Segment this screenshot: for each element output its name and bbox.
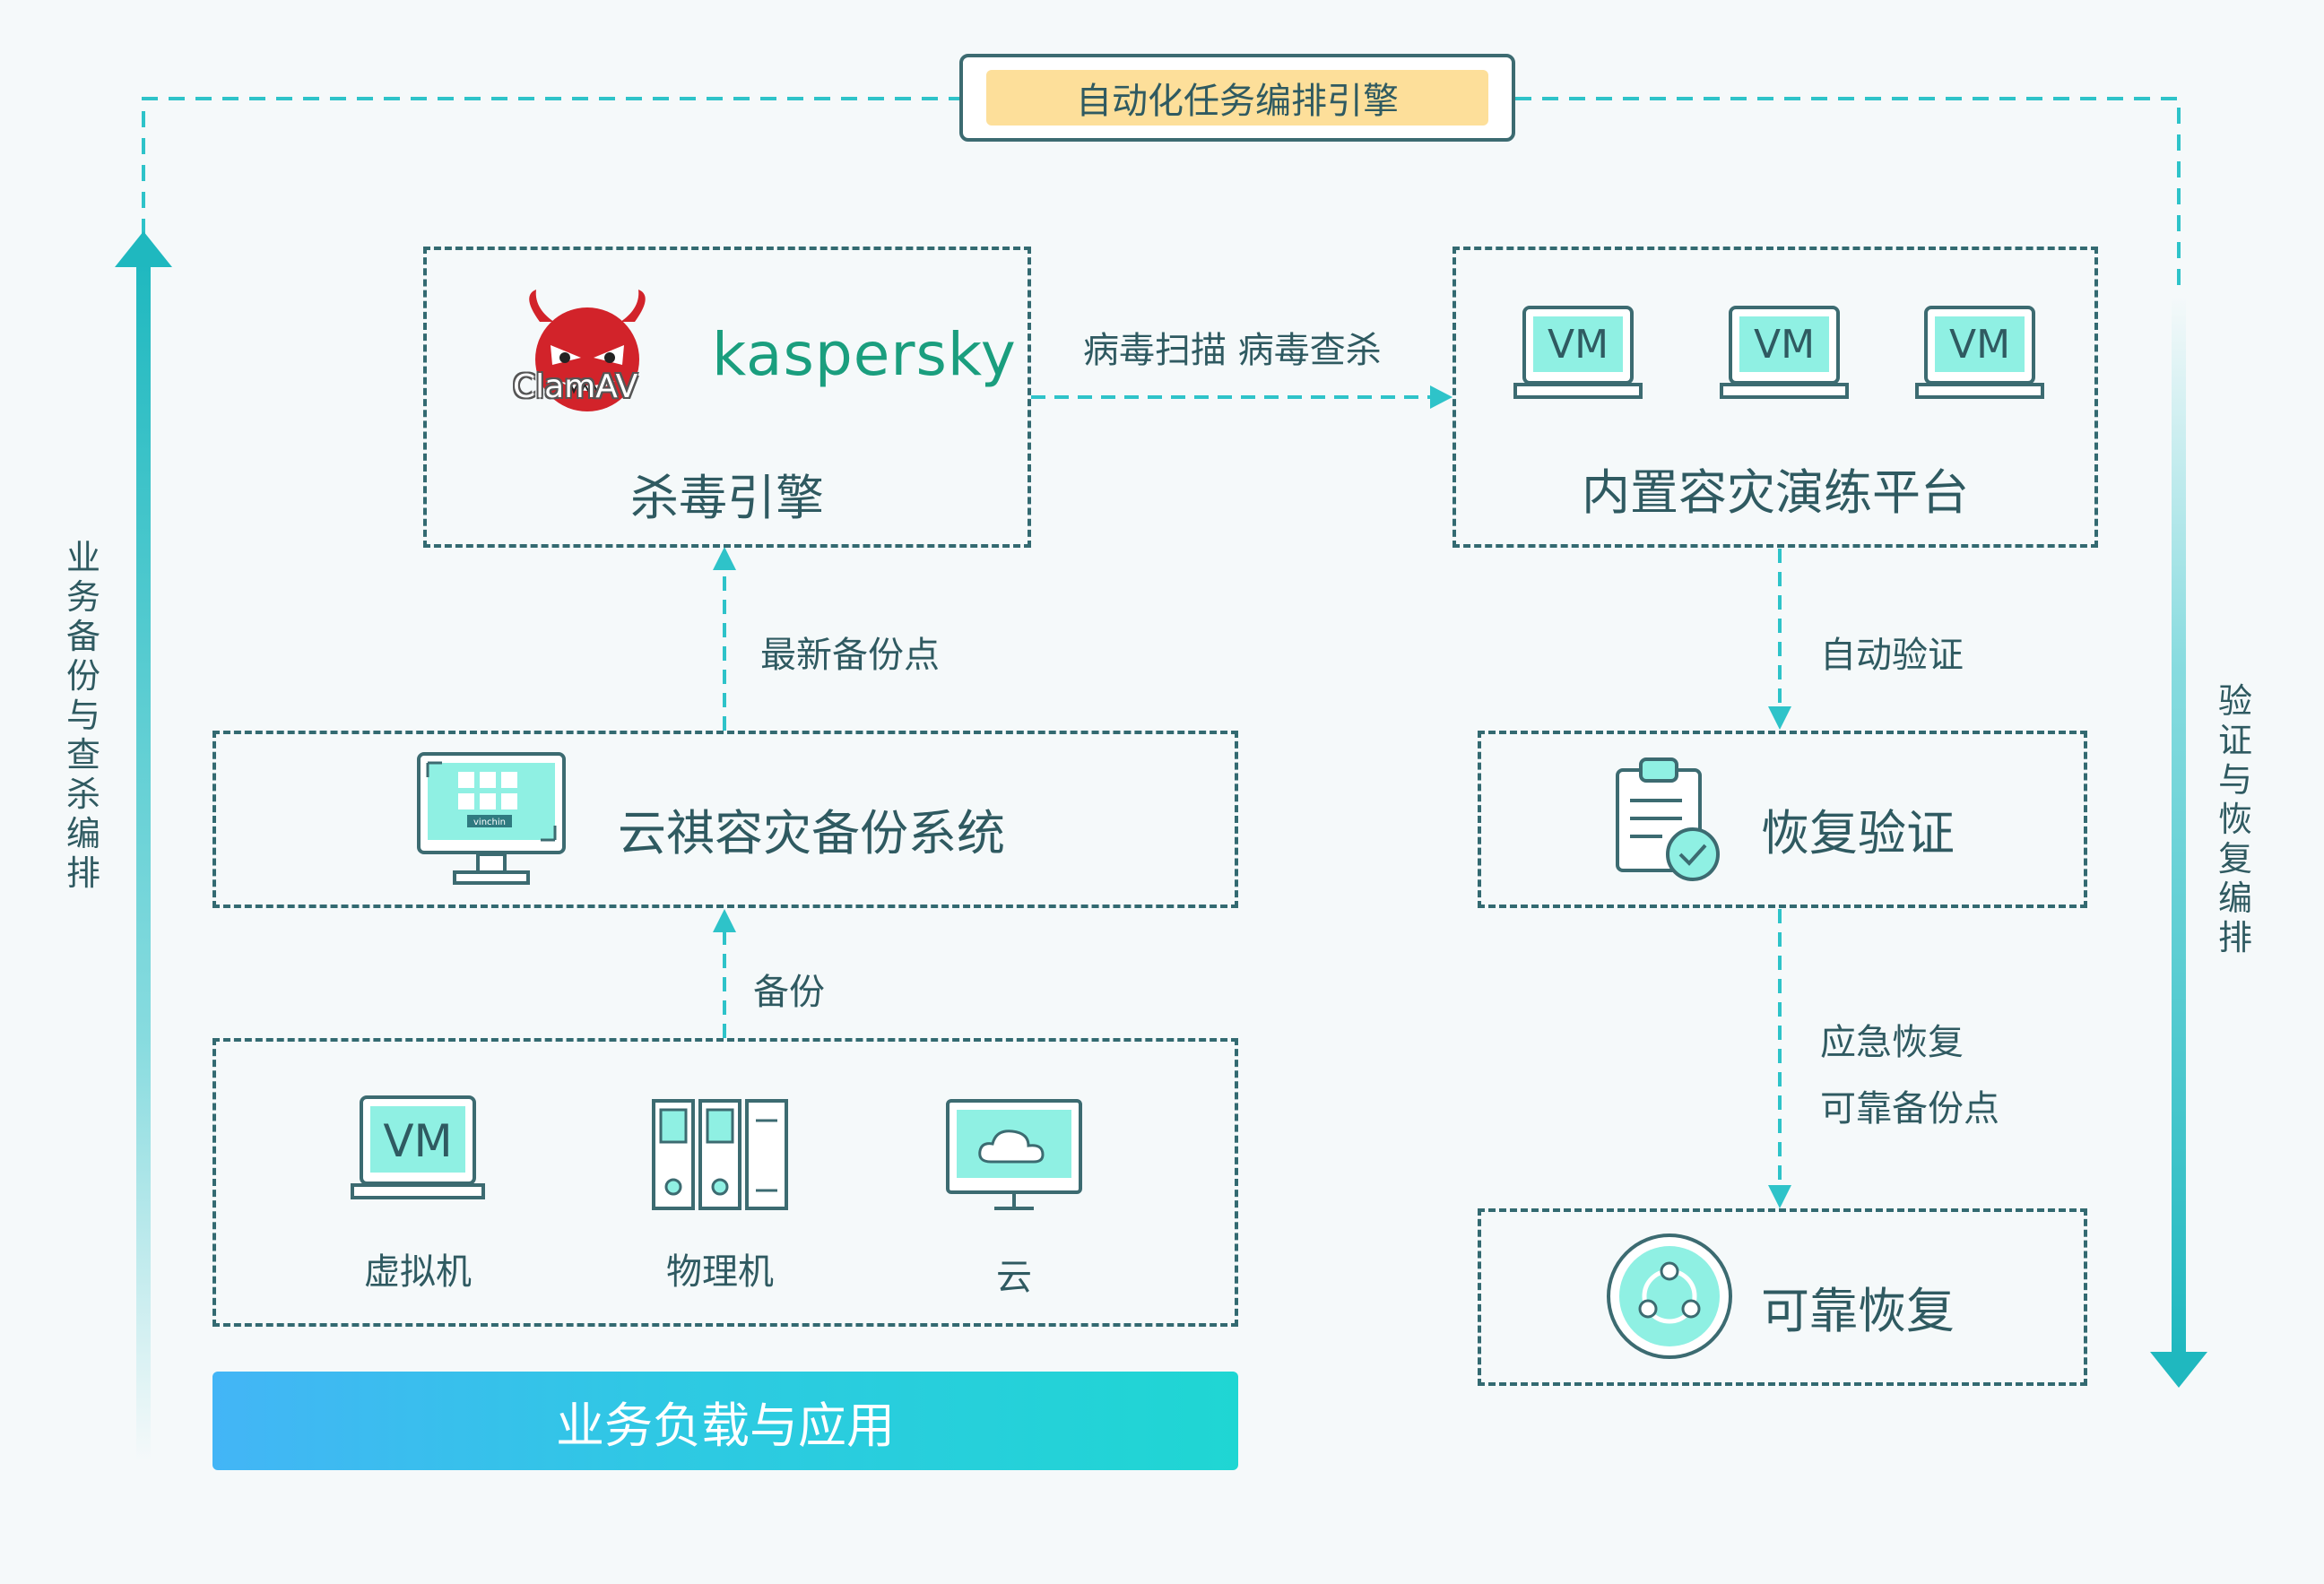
reliable-restore-box: 可靠恢复 [1478,1208,2087,1386]
share-circle-icon [1605,1232,1734,1361]
antivirus-engine-title: 杀毒引擎 [630,470,824,526]
restore-verify-box: 恢复验证 [1478,731,2087,908]
vm-laptop-icon: VM [351,1095,485,1201]
clamav-wordmark: ClamAV [513,368,638,405]
source-label-vm: 虚拟机 [364,1251,472,1293]
latest-backup-link-label: 最新备份点 [760,635,940,676]
antivirus-engine-box: ClamAV kaspersky 杀毒引擎 [423,247,1031,548]
source-label-physical: 物理机 [666,1251,774,1293]
vinchin-monitor-icon: vinchin [415,750,568,887]
reliable-backup-point-label: 可靠备份点 [1820,1088,1999,1130]
right-arrow-head [2150,1352,2207,1388]
orchestration-loop-right [1515,97,2181,287]
backup-system-title: 云祺容灾备份系统 [618,805,1005,861]
left-arrow-head [115,231,172,267]
reliable-restore-title: 可靠恢复 [1761,1283,1955,1339]
vm-text: VM [1949,322,2010,368]
kaspersky-logo: kaspersky [712,320,1017,389]
restore-verify-title: 恢复验证 [1761,805,1955,861]
auto-verify-connector-head [1768,706,1791,730]
vm-laptop-icon: VM [1720,306,1849,402]
clipboard-check-icon [1610,752,1727,888]
right-orchestration-label: 验证与恢复编排 [2217,681,2252,957]
auto-verify-link-label: 自动验证 [1820,635,1964,676]
scan-connector-head [1430,385,1452,409]
vm-laptop-icon: VM [1915,306,2044,402]
latest-backup-connector-head [713,547,736,570]
backup-system-box: vinchin 云祺容灾备份系统 [212,731,1238,908]
orchestration-engine-label: 自动化任务编排引擎 [986,70,1488,126]
server-rack-icon [650,1097,790,1214]
vm-text: VM [1548,322,1609,368]
source-label-cloud: 云 [996,1257,1032,1298]
orchestration-loop-left [142,97,959,235]
left-orchestration-label: 业务备份与查杀编排 [65,538,100,893]
drill-platform-box: VM VM VM 内置容灾演练平台 [1452,247,2098,548]
vinchin-brand-text: vinchin [473,818,506,827]
workload-bar: 业务负载与应用 [212,1372,1238,1470]
vm-text: VM [383,1115,452,1167]
left-progress-shaft [136,260,151,1461]
emergency-connector-head [1768,1185,1791,1208]
workload-sources-box: VM 虚拟机 物理机 [212,1038,1238,1327]
drill-platform-title: 内置容灾演练平台 [1582,464,1969,521]
backup-link-label: 备份 [753,972,825,1013]
vm-text: VM [1754,322,1815,368]
emergency-restore-label: 应急恢复 [1820,1022,1964,1063]
right-progress-shaft [2172,296,2186,1354]
orchestration-engine-box: 自动化任务编排引擎 [959,54,1515,142]
backup-connector-head [713,909,736,932]
clamav-logo-icon [529,290,646,411]
scan-link-label: 病毒扫描 病毒查杀 [1083,330,1382,371]
vm-laptop-icon: VM [1513,306,1643,402]
cloud-monitor-icon [944,1097,1084,1219]
